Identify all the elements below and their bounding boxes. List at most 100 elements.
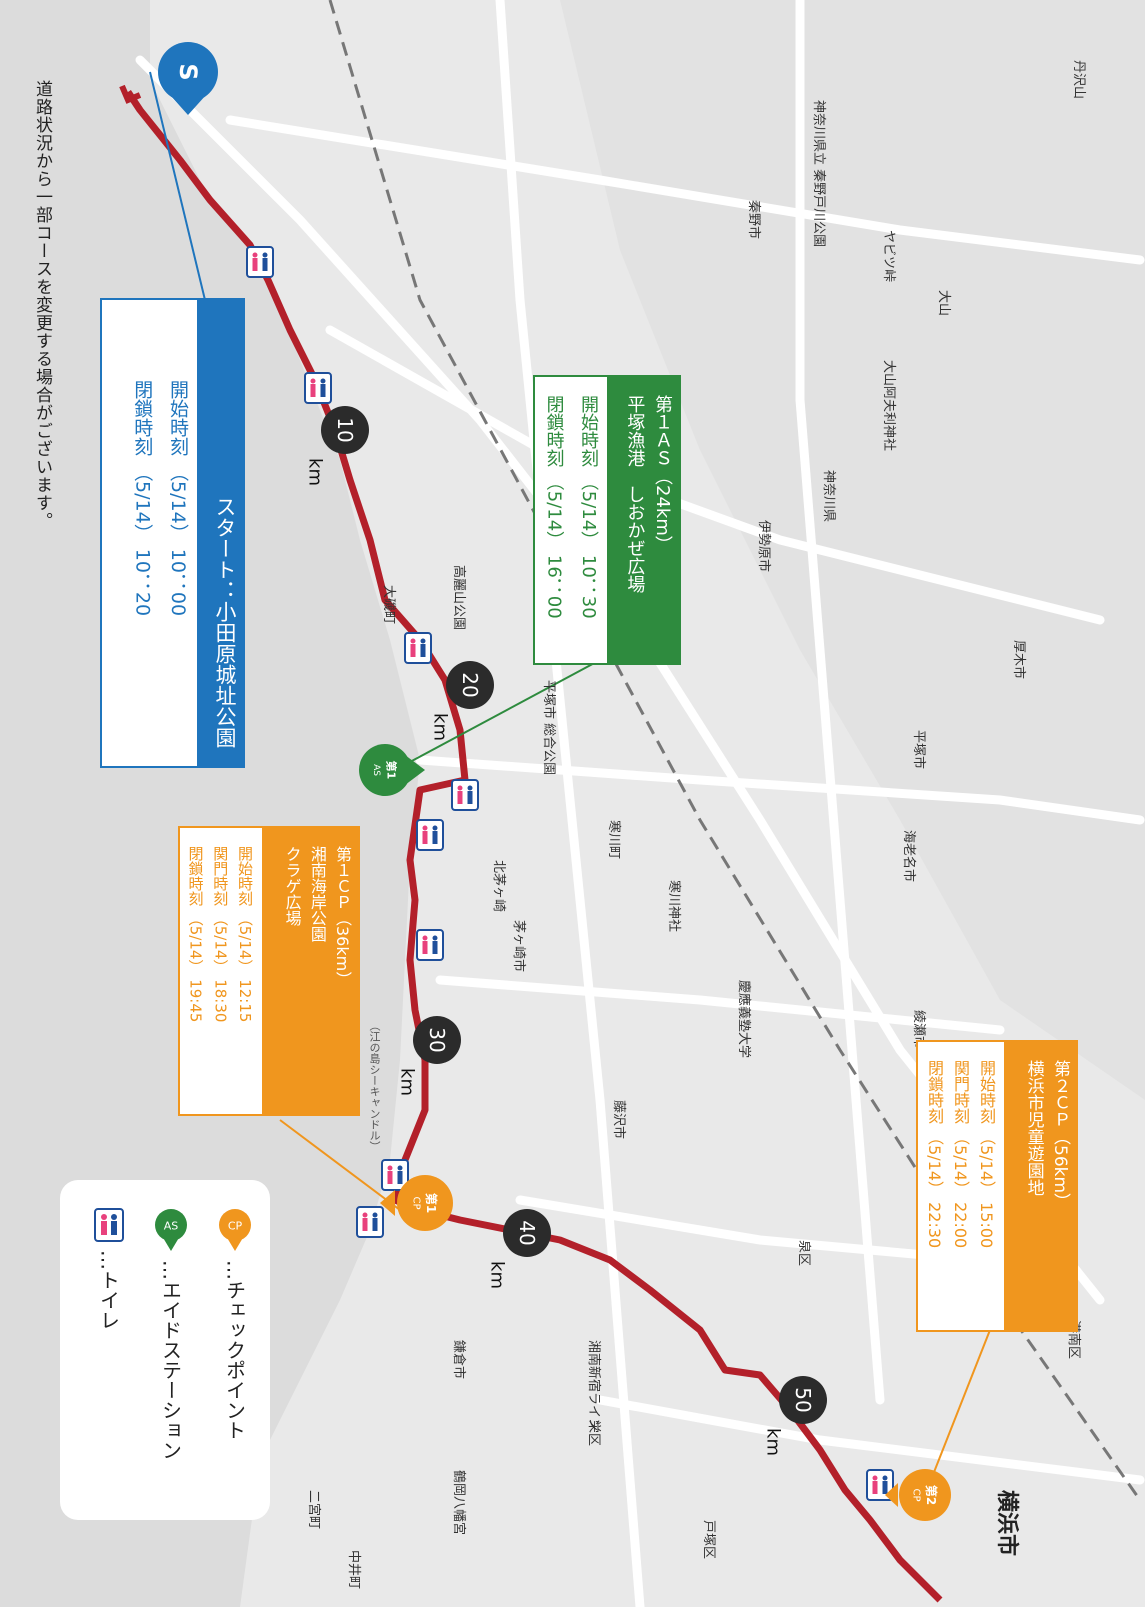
as1-callout: 第１ＡＳ（24km） 平塚漁港 しおかぜ広場 開始時刻 （5/14） 10：30… (533, 375, 681, 665)
place-label: 戸塚区 (701, 1520, 716, 1559)
cp1-connector (279, 1119, 401, 1211)
place-label: 綾瀬市 (911, 1010, 927, 1049)
cp2-connector (924, 1329, 991, 1496)
place-label: 平塚市 (911, 730, 927, 769)
place-label: 大山阿夫利神社 (881, 360, 897, 451)
cp1-title-line: 湘南海岸公園 (307, 846, 327, 942)
cp1-callout-header: 第１ＣＰ（36km） 湘南海岸公園 クラゲ広場 (262, 828, 358, 1114)
legend-aid-station: AS …エイドステーション (154, 1208, 188, 1460)
toilet-icon (94, 1208, 124, 1242)
railway-line (328, 0, 1142, 1501)
place-label: 湘南新宿ライン (586, 1340, 602, 1431)
route-start-tick (119, 84, 142, 104)
place-label: 中井町 (346, 1550, 361, 1589)
aid-station-pin-icon: AS (155, 1209, 187, 1251)
place-label-yokohama: 横浜市 (994, 1490, 1020, 1556)
course-change-note: 道路状況から一部コースを変更する場合がございます。 (32, 80, 52, 530)
place-label: 栄区 (586, 1420, 601, 1446)
start-close-time: 閉鎖時刻 （5/14） 10：20 (131, 380, 154, 617)
toilet-icon (416, 819, 444, 851)
cp2-callout-body: 開始時刻 （5/14） 15:00 関門時刻 （5/14） 22:00 閉鎖時刻… (918, 1042, 1004, 1330)
mountain-area (560, 0, 1145, 1100)
toilet-icon (304, 372, 332, 404)
cp2-title-line: 第２ＣＰ（56km） (1050, 1060, 1070, 1211)
place-label: 海老名市 (901, 830, 917, 882)
place-label: 北茅ヶ崎 (491, 860, 506, 912)
legend-toilet: …トイレ (94, 1208, 124, 1330)
legend-toilet-label: …トイレ (96, 1250, 121, 1330)
place-label: 大山 (936, 290, 951, 316)
legend-as-icon-text: AS (164, 1220, 179, 1233)
cp1-open-time: 開始時刻 （5/14） 12:15 (236, 846, 254, 1023)
toilet-icon (246, 246, 274, 278)
cp2-open-time: 開始時刻 （5/14） 15:00 (977, 1060, 996, 1249)
cp1-title-line: 第１ＣＰ（36km） (333, 846, 352, 988)
start-callout-body: 開始時刻 （5/14） 10：00 閉鎖時刻 （5/14） 10：20 (102, 300, 197, 766)
toilet-icon (416, 929, 444, 961)
place-label: 厚木市 (1011, 640, 1027, 679)
place-label: 丹沢山 (1071, 60, 1086, 99)
place-label: 泉区 (796, 1240, 812, 1266)
as1-close-time: 閉鎖時刻 （5/14） 16：00 (543, 395, 565, 619)
place-label: 平塚市 総合公園 (541, 680, 557, 775)
km-marker-value: 20 (458, 672, 482, 697)
start-marker-letter: S (174, 63, 202, 80)
toilet-icon (381, 1159, 409, 1191)
place-label: 神奈川県立 秦野戸川公園 (811, 100, 826, 247)
place-label: 神奈川県 (821, 470, 836, 522)
km-marker-unit: km (430, 713, 451, 741)
as1-callout-header: 第１ＡＳ（24km） 平塚漁港 しおかぜ広場 (607, 377, 679, 663)
start-open-time: 開始時刻 （5/14） 10：00 (167, 380, 189, 617)
cp1-title-line: クラゲ広場 (282, 846, 302, 926)
course-route (125, 90, 943, 1603)
km-marker-value: 40 (515, 1220, 539, 1245)
cp1-close-time: 閉鎖時刻 （5/14） 19:45 (186, 846, 205, 1023)
start-title: スタート：小田原城址公園 (213, 496, 237, 748)
legend-cp-label: …チェックポイント (222, 1260, 247, 1440)
toilet-icon (404, 632, 432, 664)
place-label: 慶應義塾大学 (736, 980, 752, 1058)
legend-checkpoint: CP …チェックポイント (218, 1208, 252, 1440)
place-label: 秦野市 (746, 200, 762, 239)
place-label: 藤沢市 (611, 1100, 627, 1139)
cp2-gate-time: 関門時刻 （5/14） 22:00 (951, 1060, 970, 1249)
as1-open-time: 開始時刻 （5/14） 10：30 (578, 395, 599, 619)
legend-as-label: …エイドステーション (158, 1260, 183, 1460)
place-label: 寒川町 (606, 820, 622, 859)
km-marker: 10 km (305, 406, 369, 486)
toilet-icon (866, 1469, 894, 1501)
map-legend: CP …チェックポイント AS …エイドステーション …トイレ (60, 1180, 270, 1520)
place-label: 茅ヶ崎市 (511, 920, 527, 972)
cp1-callout: 第１ＣＰ（36km） 湘南海岸公園 クラゲ広場 開始時刻 （5/14） 12:1… (178, 826, 360, 1116)
km-marker: 20 km (430, 661, 494, 741)
km-marker-value: 50 (791, 1387, 815, 1412)
km-marker: 40 km (487, 1209, 551, 1289)
cp2-title-line: 横浜市児童遊園地 (1023, 1060, 1044, 1196)
km-marker-unit: km (305, 458, 326, 486)
as1-callout-body: 開始時刻 （5/14） 10：30 閉鎖時刻 （5/14） 16：00 (535, 377, 607, 663)
cp2-marker-top: 第2 (924, 1485, 939, 1505)
cp1-callout-body: 開始時刻 （5/14） 12:15 関門時刻 （5/14） 18:30 閉鎖時刻… (180, 828, 262, 1114)
cp2-marker-bottom: CP (911, 1488, 922, 1501)
km-marker-value: 10 (333, 417, 357, 442)
as1-marker-top: 第1 (385, 761, 399, 780)
cp2-callout: 第２ＣＰ（56km） 横浜市児童遊園地 開始時刻 （5/14） 15:00 関門… (916, 1040, 1078, 1332)
toilet-icon (451, 779, 479, 811)
km-marker-value: 30 (425, 1027, 449, 1052)
place-label: ヤビツ峠 (881, 230, 896, 282)
as1-connector (394, 659, 601, 771)
start-callout-header: スタート：小田原城址公園 (197, 300, 243, 766)
cp1-marker: 第1 CP (380, 1175, 453, 1231)
start-connector (149, 71, 206, 301)
place-label: 高麗山公園 (451, 565, 467, 630)
place-label: 二宮町 (306, 1490, 322, 1529)
checkpoint-pin-icon: CP (219, 1209, 251, 1251)
start-callout: スタート：小田原城址公園 開始時刻 （5/14） 10：00 閉鎖時刻 （5/1… (100, 298, 245, 768)
as1-marker-bottom: AS (371, 764, 381, 776)
km-marker-unit: km (487, 1261, 508, 1289)
as1-title-line: 平塚漁港 しおかぜ広場 (624, 395, 646, 593)
cp2-marker: 第2 CP (885, 1469, 951, 1521)
place-label: 鶴岡八幡宮 (451, 1470, 467, 1535)
